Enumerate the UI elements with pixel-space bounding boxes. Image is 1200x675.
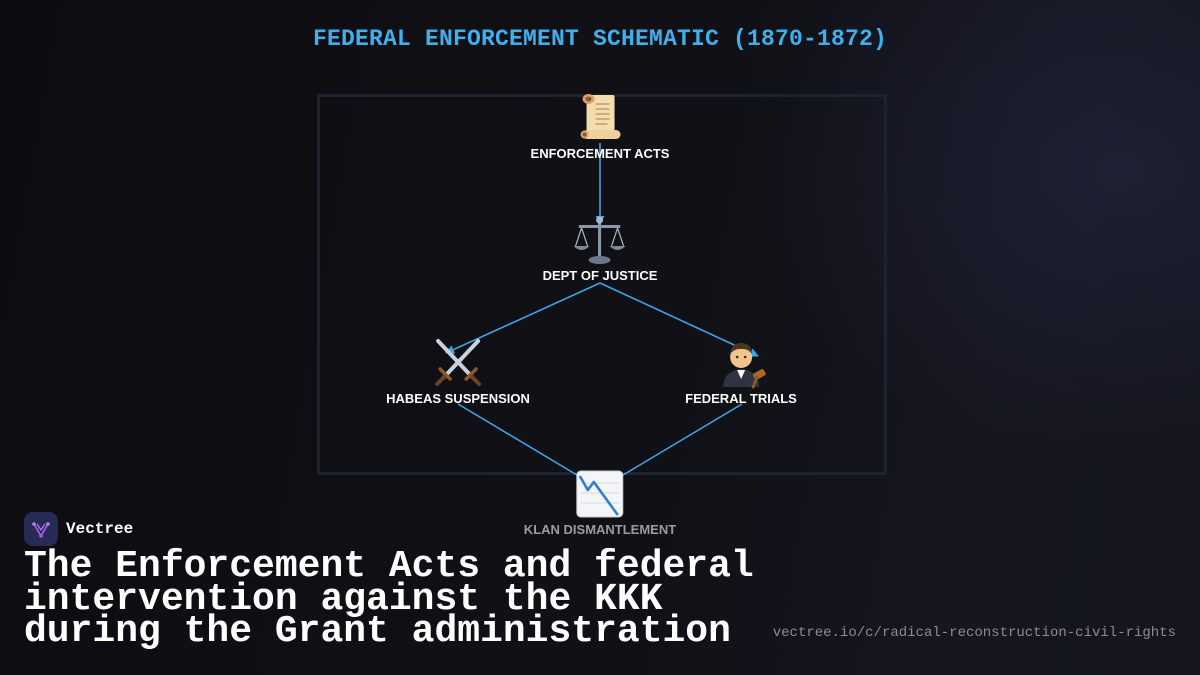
node-klan-dismantlement: KLAN DISMANTLEMENT: [524, 468, 676, 537]
node-label: ENFORCEMENT ACTS: [530, 146, 670, 161]
edge-trials-to-klan: [607, 403, 743, 485]
node-enforcement-acts: ENFORCEMENT ACTS: [530, 92, 670, 161]
judge-icon: [723, 343, 766, 389]
node-label: DEPT OF JUSTICE: [542, 268, 658, 283]
vectree-logo-icon: [24, 512, 58, 546]
headline: The Enforcement Acts and federal interve…: [24, 545, 764, 653]
node-label: KLAN DISMANTLEMENT: [523, 522, 677, 537]
edge-doj-to-habeas: [445, 282, 601, 354]
chart-decreasing-icon: [576, 470, 624, 518]
diagram-title: FEDERAL ENFORCEMENT SCHEMATIC (1870-1872…: [312, 26, 888, 52]
node-federal-trials: FEDERAL TRIALS: [685, 337, 797, 406]
node-habeas-suspension: HABEAS SUSPENSION: [386, 337, 530, 406]
edge-doj-to-trials: [599, 282, 759, 357]
brand[interactable]: Vectree: [24, 512, 133, 546]
crossed-swords-icon: [435, 339, 481, 386]
headline-line: The Enforcement Acts and federal: [24, 545, 754, 588]
headline-line: during the Grant administration: [24, 610, 731, 653]
node-label: HABEAS SUSPENSION: [386, 391, 530, 406]
scroll-icon: [581, 94, 621, 139]
source-url[interactable]: vectree.io/c/radical-reconstruction-civi…: [772, 625, 1176, 641]
node-label: FEDERAL TRIALS: [685, 391, 797, 406]
node-dept-of-justice: DEPT OF JUSTICE: [542, 214, 658, 283]
headline-line: intervention against the KKK: [24, 577, 663, 621]
brand-name: Vectree: [66, 520, 134, 538]
edge-habeas-to-klan: [457, 403, 593, 485]
scales-icon: [573, 216, 626, 264]
